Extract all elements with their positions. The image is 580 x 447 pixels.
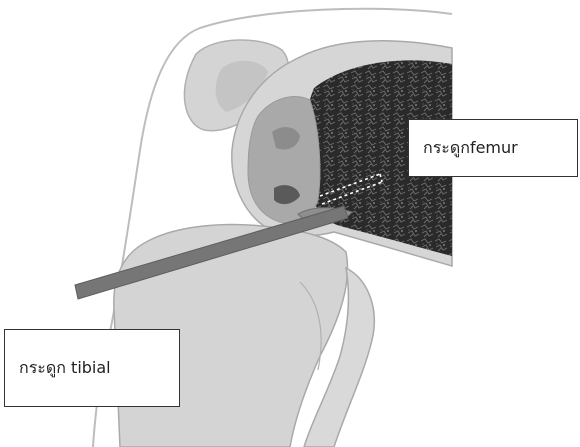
femur-label-text: กระดูกfemur [423, 136, 518, 161]
femur-label: กระดูกfemur [408, 119, 578, 177]
tibial-label: กระดูก tibial [4, 329, 180, 407]
tibial-label-text: กระดูก tibial [19, 356, 111, 381]
